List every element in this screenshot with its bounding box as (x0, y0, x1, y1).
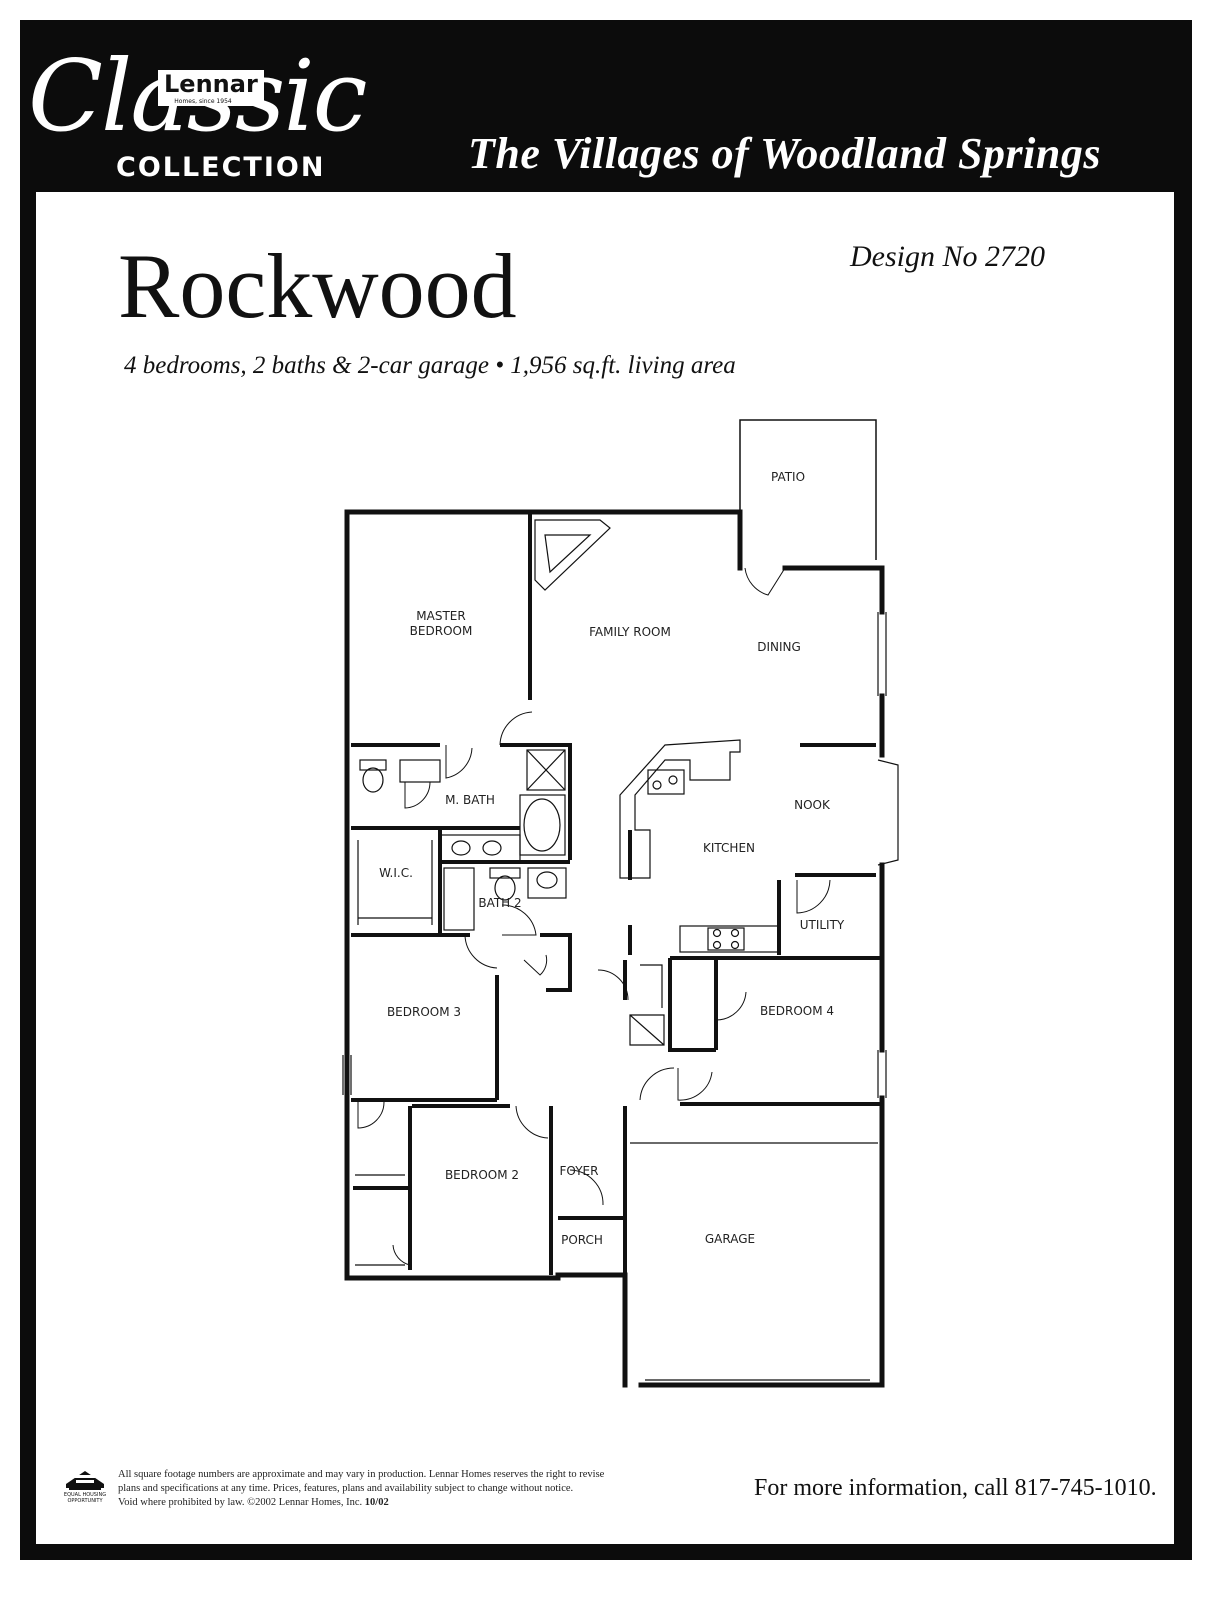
equal-housing-icon (66, 1471, 104, 1490)
room-label-m-bath: M. BATH (445, 793, 495, 807)
plan-specs: 4 bedrooms, 2 baths & 2-car garage • 1,9… (124, 352, 736, 379)
interior-walls (351, 512, 882, 1275)
community-name: The Villages of Woodland Springs (468, 129, 1101, 178)
room-label-utility: UTILITY (800, 918, 845, 932)
room-label-dining: DINING (757, 640, 801, 654)
disclaimer-line-1: All square footage numbers are approxima… (118, 1469, 605, 1480)
room-label-master-2: BEDROOM (410, 624, 473, 638)
room-label-kitchen: KITCHEN (703, 841, 755, 855)
disclaimer: All square footage numbers are approxima… (118, 1468, 718, 1510)
door-swings (357, 567, 831, 1266)
room-label-nook: NOOK (794, 798, 831, 812)
brand-logo: Classic Lennar Homes, since 1954 COLLECT… (28, 48, 368, 188)
lennar-logo: Lennar (158, 70, 264, 106)
disclaimer-line-2: plans and specifications at any time. Pr… (118, 1483, 574, 1494)
disclaimer-line-3: Void where prohibited by law. ©2002 Lenn… (118, 1496, 718, 1510)
exterior-walls (344, 509, 885, 1388)
room-label-garage: GARAGE (705, 1232, 755, 1246)
equal-housing-label: EQUAL HOUSING OPPORTUNITY (63, 1492, 107, 1504)
page-panel (36, 192, 1174, 1544)
room-label-bedroom4: BEDROOM 4 (760, 1004, 834, 1018)
disclaimer-date: 10/02 (364, 1497, 389, 1508)
room-label-bath2: BATH 2 (478, 896, 521, 910)
fixtures (342, 511, 899, 1381)
room-label-wic: W.I.C. (379, 866, 413, 880)
room-label-foyer: FOYER (560, 1164, 599, 1178)
room-label-master-1: MASTER (416, 609, 465, 623)
room-label-family-room: FAMILY ROOM (589, 625, 671, 639)
contact-info: For more information, call 817-745-1010. (754, 1475, 1157, 1501)
room-label-bedroom3: BEDROOM 3 (387, 1005, 461, 1019)
room-label-patio: PATIO (771, 470, 805, 484)
room-label-bedroom2: BEDROOM 2 (445, 1168, 519, 1182)
lennar-since: Homes, since 1954 (174, 98, 232, 105)
design-number: Design No 2720 (850, 240, 1045, 273)
disclaimer-copyright: Void where prohibited by law. ©2002 Lenn… (118, 1497, 363, 1508)
patio-outline (739, 419, 877, 568)
plan-title: Rockwood (118, 235, 517, 337)
room-label-porch: PORCH (561, 1233, 603, 1247)
collection-label: COLLECTION (116, 152, 326, 183)
